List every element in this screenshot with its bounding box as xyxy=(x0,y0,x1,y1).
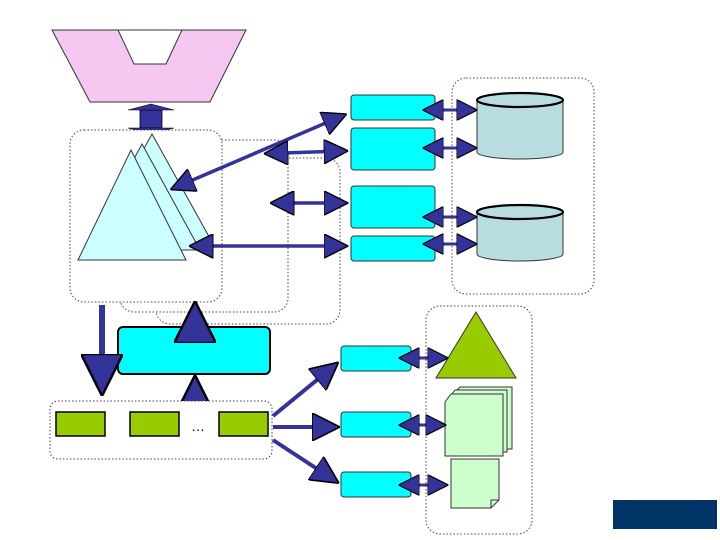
arrow-queue-output3 xyxy=(271,438,334,480)
arrow-queue-output1 xyxy=(271,366,334,418)
queue-block-1 xyxy=(55,411,106,437)
output-document-stack xyxy=(444,386,513,457)
output-module-3 xyxy=(340,471,412,498)
output-document xyxy=(450,458,500,509)
corner-badge xyxy=(613,500,717,529)
output-module-2 xyxy=(340,411,412,438)
database-cylinder-1 xyxy=(475,91,565,160)
module-box-4 xyxy=(350,235,436,262)
triangle-stack xyxy=(77,132,213,261)
module-box-2 xyxy=(350,127,436,171)
queue-block-3 xyxy=(218,411,269,437)
output-module-1 xyxy=(340,345,412,372)
queue-block-2 xyxy=(129,411,180,437)
queue-ellipsis: … xyxy=(191,418,205,434)
arrow-core-module2 xyxy=(283,151,343,153)
module-box-3 xyxy=(350,185,436,229)
output-triangle xyxy=(435,311,517,379)
database-cylinder-2 xyxy=(475,203,565,262)
funnel-shape xyxy=(51,29,247,103)
processor-box xyxy=(117,326,271,375)
module-box-1 xyxy=(350,94,436,121)
